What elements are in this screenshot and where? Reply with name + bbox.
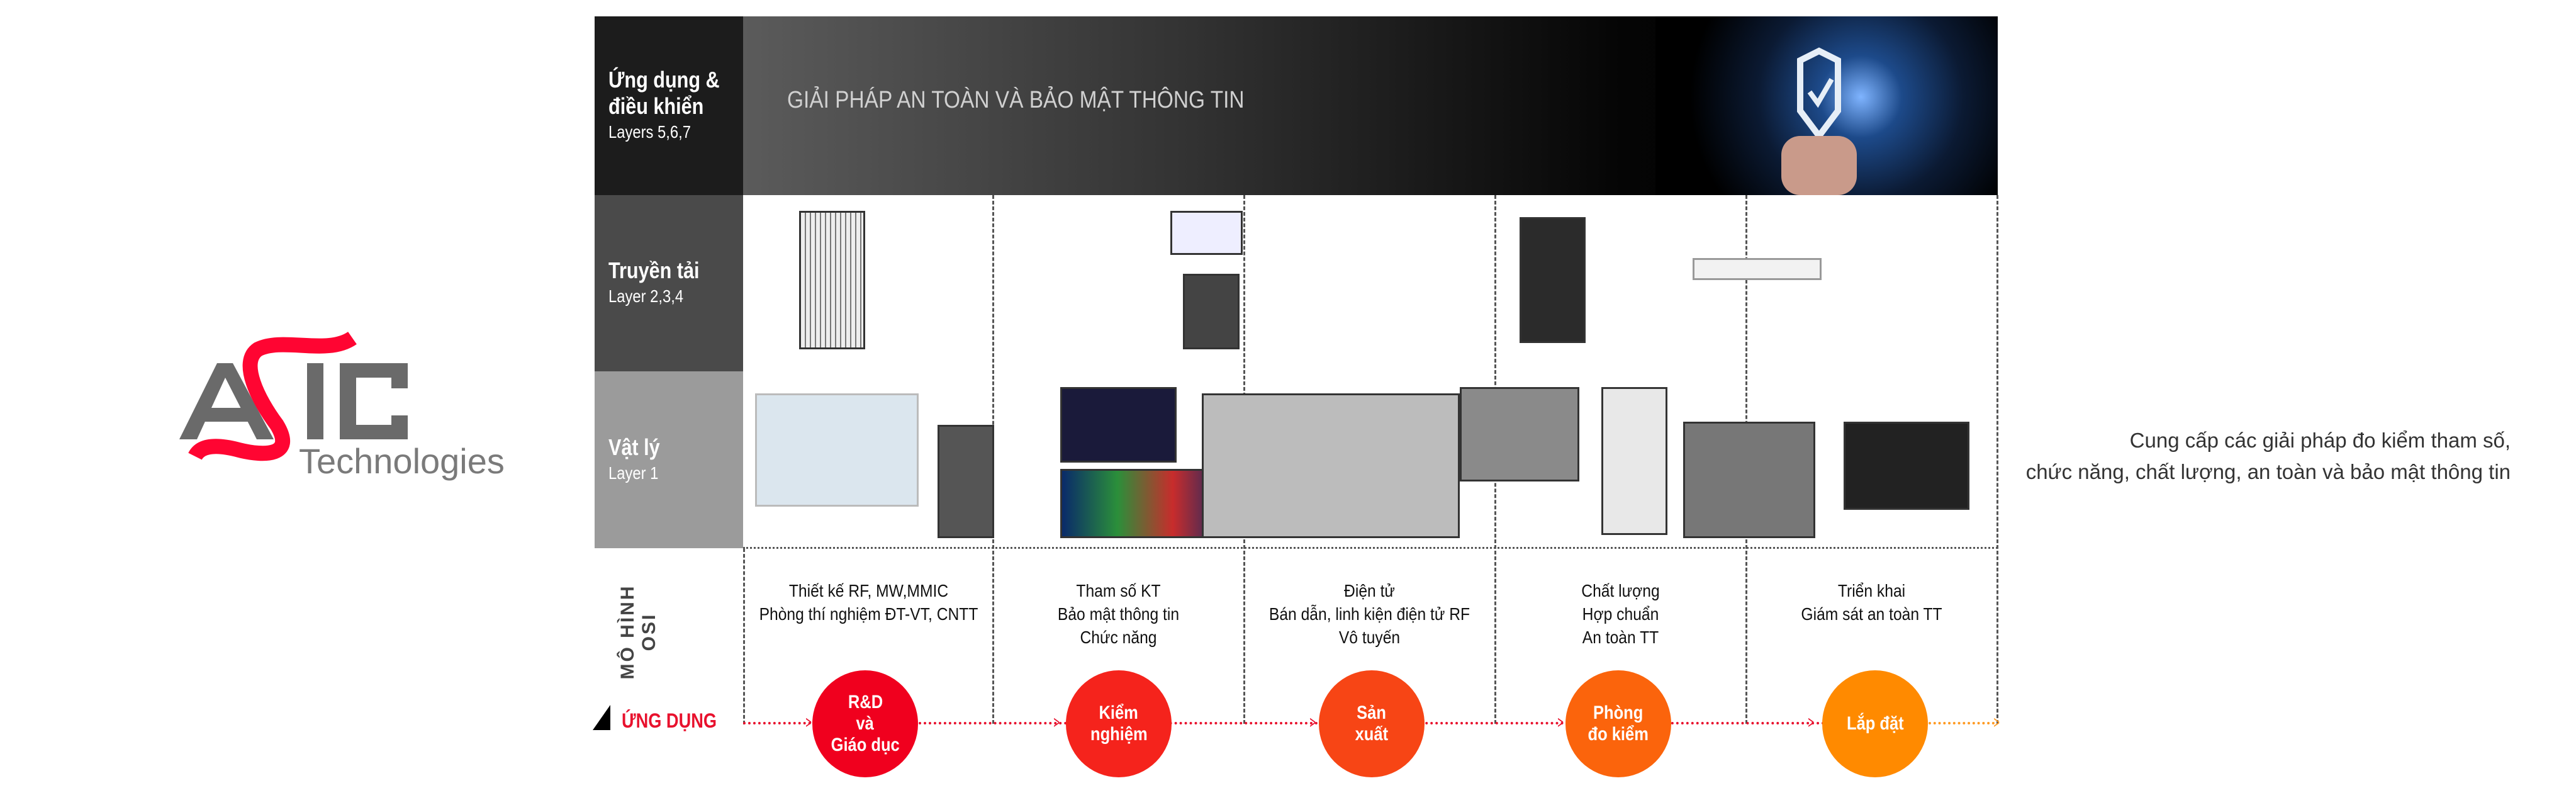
column-divider bbox=[1996, 195, 1998, 724]
desc-line: Bán dẫn, linh kiện điện tử RF bbox=[1268, 604, 1470, 624]
row-subtitle: Layers 5,6,7 bbox=[608, 122, 691, 142]
chevron-right-icon: > bbox=[1808, 712, 1815, 732]
chevron-right-icon: > bbox=[805, 712, 812, 732]
chevron-right-icon: > bbox=[1993, 712, 2000, 732]
stage-label: và bbox=[856, 713, 875, 734]
desc-line: Hợp chuẩn bbox=[1582, 604, 1659, 624]
desc-line: Vô tuyến bbox=[1338, 628, 1401, 647]
desc-line: Thiết kế RF, MW,MMIC bbox=[788, 581, 949, 600]
row-title: Truyền tải bbox=[608, 257, 700, 283]
black-triangle-icon bbox=[593, 705, 610, 730]
row-subtitle: Layer 2,3,4 bbox=[608, 286, 684, 306]
rf-design-setup-image bbox=[755, 393, 919, 507]
desc-line: Phòng thí nghiệm ĐT-VT, CNTT bbox=[759, 604, 978, 624]
banner-title: GIẢI PHÁP AN TOÀN VÀ BẢO MẬT THÔNG TIN bbox=[787, 87, 1245, 113]
security-banner: GIẢI PHÁP AN TOÀN VÀ BẢO MẬT THÔNG TIN bbox=[743, 16, 1998, 195]
tagline: Cung cấp các giải pháp đo kiểm tham số, … bbox=[2026, 425, 2511, 488]
application-label: ỨNG DỤNG bbox=[622, 709, 717, 732]
desc-line: Bảo mật thông tin bbox=[1057, 604, 1180, 624]
desc-line: Chất lượng bbox=[1581, 581, 1660, 600]
desc-line: An toàn TT bbox=[1582, 628, 1659, 647]
chevron-right-icon: > bbox=[1053, 712, 1060, 732]
asic-logo: Technologies bbox=[151, 330, 516, 488]
row-title: Ứng dụng & điều khiển bbox=[608, 67, 720, 119]
tagline-line-1: Cung cấp các giải pháp đo kiểm tham số, bbox=[2129, 429, 2511, 452]
row-label-physical: Vật lý Layer 1 bbox=[595, 371, 743, 548]
test-chassis-image bbox=[1520, 217, 1586, 343]
row-subtitle: Layer 1 bbox=[608, 463, 659, 483]
chevron-right-icon: > bbox=[1309, 712, 1316, 732]
rack-unit-image bbox=[1183, 274, 1240, 349]
spectrum-analyzer-image bbox=[1060, 387, 1177, 463]
stage-circle-deploy: Lắp đặt bbox=[1822, 670, 1928, 777]
stage-label: Phòng bbox=[1593, 702, 1644, 723]
modular-instruments-image bbox=[1202, 393, 1460, 538]
shield-hand-image bbox=[1655, 16, 1998, 195]
chevron-right-icon: > bbox=[1557, 712, 1564, 732]
stage-label: đo kiểm bbox=[1588, 724, 1649, 745]
probe-station-image bbox=[1683, 422, 1815, 538]
stage-label: xuất bbox=[1355, 724, 1389, 745]
stage-label: Kiểm bbox=[1099, 702, 1139, 723]
handheld-analyzer-image bbox=[1844, 422, 1969, 510]
car-test-lab-image bbox=[1460, 387, 1579, 481]
stage-label: Lắp đặt bbox=[1846, 713, 1904, 734]
desc-line: Chức năng bbox=[1080, 628, 1157, 647]
desc-line: Giám sát an toàn TT bbox=[1801, 604, 1942, 624]
test-rack-image bbox=[1601, 387, 1667, 535]
desc-line: Tham số KT bbox=[1076, 581, 1161, 600]
column-description-rnd: Thiết kế RF, MW,MMIC Phòng thí nghiệm ĐT-… bbox=[743, 579, 994, 626]
shield-icon bbox=[1781, 47, 1857, 195]
column-divider bbox=[743, 548, 745, 724]
logo-mark bbox=[179, 331, 408, 461]
stage-label: Giáo dục bbox=[831, 735, 900, 755]
flow-arrow-line-end bbox=[1929, 722, 1995, 724]
row-label-transport: Truyền tải Layer 2,3,4 bbox=[595, 195, 743, 371]
chassis-device-image bbox=[799, 211, 865, 349]
desc-line: Triển khai bbox=[1837, 581, 1906, 600]
desc-line: Điện tử bbox=[1344, 581, 1395, 600]
logo-subtitle: Technologies bbox=[299, 441, 505, 481]
row-title: Vật lý bbox=[608, 434, 660, 460]
tagline-line-2: chức năng, chất lượng, an toàn và bảo mậ… bbox=[2025, 460, 2511, 483]
ixia-appliance-image bbox=[1693, 258, 1822, 280]
stage-label: R&D bbox=[848, 692, 883, 712]
row-label-application: Ứng dụng & điều khiển Layers 5,6,7 bbox=[595, 16, 743, 195]
column-description-production: Điện tử Bán dẫn, linh kiện điện tử RF Vô t… bbox=[1244, 579, 1495, 649]
osi-model-label: MÔ HÌNH OSI bbox=[617, 584, 659, 680]
stage-label: Sản bbox=[1357, 702, 1387, 723]
anechoic-chamber-image bbox=[938, 425, 994, 538]
row-divider bbox=[743, 547, 1998, 549]
stage-label: nghiệm bbox=[1090, 724, 1148, 745]
flow-arrow-line bbox=[743, 722, 1876, 724]
network-module-image bbox=[1170, 211, 1243, 255]
